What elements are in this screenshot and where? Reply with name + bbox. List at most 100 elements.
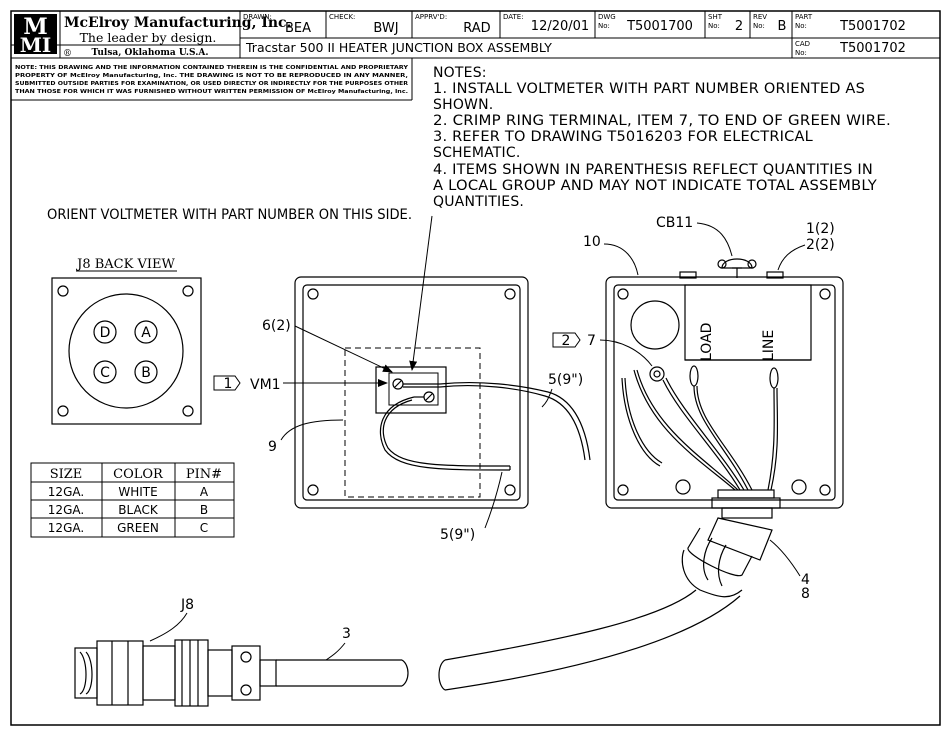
pin-c-label: C: [100, 365, 110, 381]
drawn-value: BEA: [285, 21, 311, 36]
note-line-3: 2. CRIMP RING TERMINAL, ITEM 7, TO END O…: [433, 113, 891, 129]
logo-mark-m1: M: [23, 14, 47, 40]
drawing-title: Tracstar 500 II HEATER JUNCTION BOX ASSE…: [245, 40, 552, 55]
date-value: 12/20/01: [531, 19, 589, 34]
cb11-label: CB11: [656, 215, 693, 231]
confidential-line-4: THAN THOSE FOR WHICH IT WAS FURNISHED WI…: [15, 89, 408, 95]
item-5-upper-label: 5(9"): [548, 372, 583, 388]
load-terminal-label: LOAD: [699, 323, 715, 361]
confidential-line-3: SUBMITTED OUTSIDE PARTIES FOR EXAMINATIO…: [15, 81, 409, 87]
cad-value: T5001702: [839, 41, 906, 56]
sht-label-2: No:: [708, 22, 720, 30]
table-header-size: SIZE: [50, 467, 83, 482]
note-line-7: A LOCAL GROUP AND MAY NOT INDICATE TOTAL…: [433, 178, 877, 194]
orient-leader: [409, 215, 433, 371]
connector-j8: [74, 639, 409, 707]
item-6-label: 6(2): [262, 318, 291, 334]
item-10-label: 10: [583, 234, 601, 250]
table-cell: 12GA.: [48, 503, 84, 517]
item-9-leader: [280, 419, 344, 441]
j8-leader: [149, 612, 188, 642]
note-line-4: 3. REFER TO DRAWING T5016203 FOR ELECTRI…: [433, 129, 813, 145]
registered-mark: ®: [63, 49, 72, 59]
vm1-label: VM1: [250, 377, 281, 393]
table-cell: BLACK: [118, 503, 159, 517]
junction-box-cover: [294, 276, 529, 509]
table-cell: GREEN: [117, 521, 159, 535]
company-location: Tulsa, Oklahoma U.S.A.: [92, 48, 209, 58]
date-label: DATE:: [503, 13, 524, 21]
table-cell: A: [200, 485, 209, 499]
dwg-label-1: DWG: [598, 13, 616, 21]
apprvd-label: APPRV'D:: [415, 13, 447, 21]
item-2-label: 2(2): [806, 237, 835, 253]
table-cell: 12GA.: [48, 485, 84, 499]
vm1-flag-number: 1: [224, 376, 233, 392]
item-3-leader: [325, 642, 346, 661]
item-5-lower-label: 5(9"): [440, 527, 475, 543]
item-5-lower-leader: [484, 471, 503, 529]
orient-voltmeter-callout: ORIENT VOLTMETER WITH PART NUMBER ON THI…: [47, 207, 412, 223]
confidential-line-2: PROPERTY OF McElroy Manufacturing, Inc. …: [15, 73, 408, 79]
item-9-label: 9: [268, 439, 277, 455]
rev-label-2: No:: [753, 22, 765, 30]
item-7-label: 7: [587, 333, 596, 349]
sht-value: 2: [735, 19, 743, 34]
table-cell: C: [200, 521, 208, 535]
company-name: McElroy Manufacturing, Inc.: [64, 15, 291, 31]
item-4-label: 4: [801, 572, 810, 588]
sheet-border: [10, 10, 941, 726]
cad-label-1: CAD: [795, 40, 810, 48]
item-1-label: 1(2): [806, 221, 835, 237]
j8-label: J8: [180, 597, 194, 613]
item-10-leader: [603, 243, 639, 276]
dwg-value: T5001700: [626, 19, 693, 34]
item-7-flag: [552, 332, 581, 348]
voltmeter-vm1: [375, 366, 447, 414]
table-cell: B: [200, 503, 208, 517]
line-terminal-label: LINE: [761, 330, 777, 361]
note-line-8: QUANTITIES.: [433, 194, 524, 210]
pin-a-label: A: [141, 325, 151, 341]
note-line-5: SCHEMATIC.: [433, 145, 521, 161]
drawn-label: DRAWN:: [243, 13, 272, 21]
title-block: [11, 11, 940, 101]
check-value: BWJ: [373, 21, 398, 36]
cad-label-2: No:: [795, 49, 807, 57]
dwg-label-2: No:: [598, 22, 610, 30]
logo-mark-mi: MI: [20, 33, 52, 57]
note-line-2: SHOWN.: [433, 97, 493, 113]
table-header-color: COLOR: [113, 467, 164, 482]
company-logo: M MI: [14, 14, 57, 57]
table-cell: WHITE: [118, 485, 157, 499]
company-tagline: The leader by design.: [80, 30, 217, 45]
part-label-1: PART: [795, 13, 813, 21]
item-8-label: 8: [801, 586, 810, 602]
pin-d-label: D: [100, 325, 111, 341]
table-cell: 12GA.: [48, 521, 84, 535]
check-label: CHECK:: [329, 13, 355, 21]
j8-back-view-title: J8 BACK VIEW: [75, 257, 175, 272]
part-label-2: No:: [795, 22, 807, 30]
cb11-leader: [696, 222, 733, 257]
notes-heading: NOTES:: [433, 65, 487, 81]
part-value: T5001702: [839, 19, 906, 34]
item-7-leader: [599, 339, 653, 367]
item-6-leader: [294, 325, 393, 373]
rev-label-1: REV: [753, 13, 767, 21]
note-line-1: 1. INSTALL VOLTMETER WITH PART NUMBER OR…: [433, 81, 865, 97]
item-3-label: 3: [342, 626, 351, 642]
sht-label-1: SHT: [708, 13, 723, 21]
box-wires: [621, 365, 779, 491]
item-4-8-leader: [769, 539, 801, 577]
cover-wires: [379, 381, 591, 471]
item-5-upper-leader: [541, 388, 553, 408]
confidential-line-1: NOTE: THIS DRAWING AND THE INFORMATION C…: [15, 65, 409, 71]
j8-back-view: [51, 277, 202, 425]
item-1-2-leader: [777, 244, 806, 271]
wire-table: [30, 462, 235, 538]
junction-box: [605, 258, 844, 509]
vm1-flag: [213, 375, 241, 391]
table-header-pin: PIN#: [186, 467, 222, 482]
